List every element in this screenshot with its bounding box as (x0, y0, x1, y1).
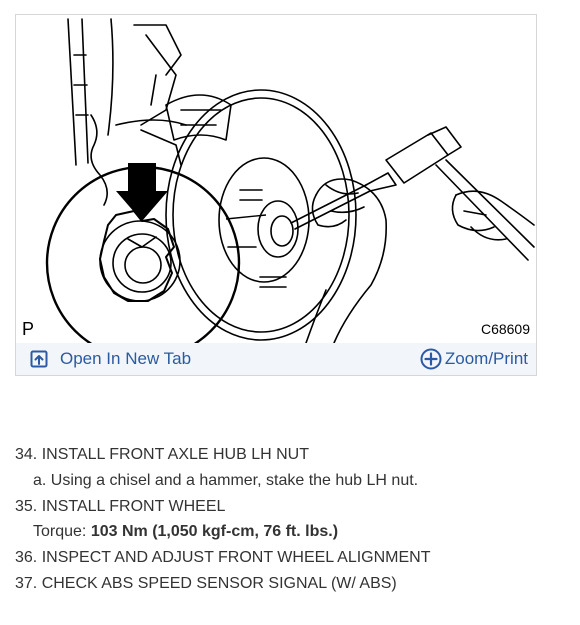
torque-label: Torque: (33, 523, 87, 541)
open-in-new-tab-label: Open In New Tab (60, 349, 192, 368)
step-35-torque: Torque: 103 Nm (1,050 kgf-cm, 76 ft. lbs… (15, 519, 565, 545)
hub-nut-staking-illustration (45, 18, 535, 343)
torque-value: 103 Nm (1,050 kgf-cm, 76 ft. lbs.) (90, 523, 339, 541)
step-35: 35. INSTALL FRONT WHEEL (15, 497, 226, 515)
plus-circle-icon (420, 348, 442, 370)
figure-toolbar: Open In New Tab Zoom/Print (16, 343, 536, 375)
figure-card: P C68609 Open In New Tab Zoom/Print (15, 14, 537, 376)
figure-corner-letter: P (22, 319, 35, 339)
step-37: 37. CHECK ABS SPEED SENSOR SIGNAL (W/ AB… (15, 574, 397, 592)
step-36: 36. INSPECT AND ADJUST FRONT WHEEL ALIGN… (15, 549, 431, 567)
zoom-print-label: Zoom/Print (444, 349, 528, 368)
open-new-tab-icon (30, 350, 48, 368)
zoom-print-button[interactable]: Zoom/Print (420, 343, 528, 375)
procedure-steps: 34. INSTALL FRONT AXLE HUB LH NUT a. Usi… (15, 442, 565, 597)
figure-code: C68609 (480, 321, 530, 337)
step-34-substep-a: a. Using a chisel and a hammer, stake th… (33, 471, 419, 489)
open-in-new-tab-button[interactable]: Open In New Tab (30, 343, 191, 375)
step-34: 34. INSTALL FRONT AXLE HUB LH NUT (15, 446, 310, 463)
